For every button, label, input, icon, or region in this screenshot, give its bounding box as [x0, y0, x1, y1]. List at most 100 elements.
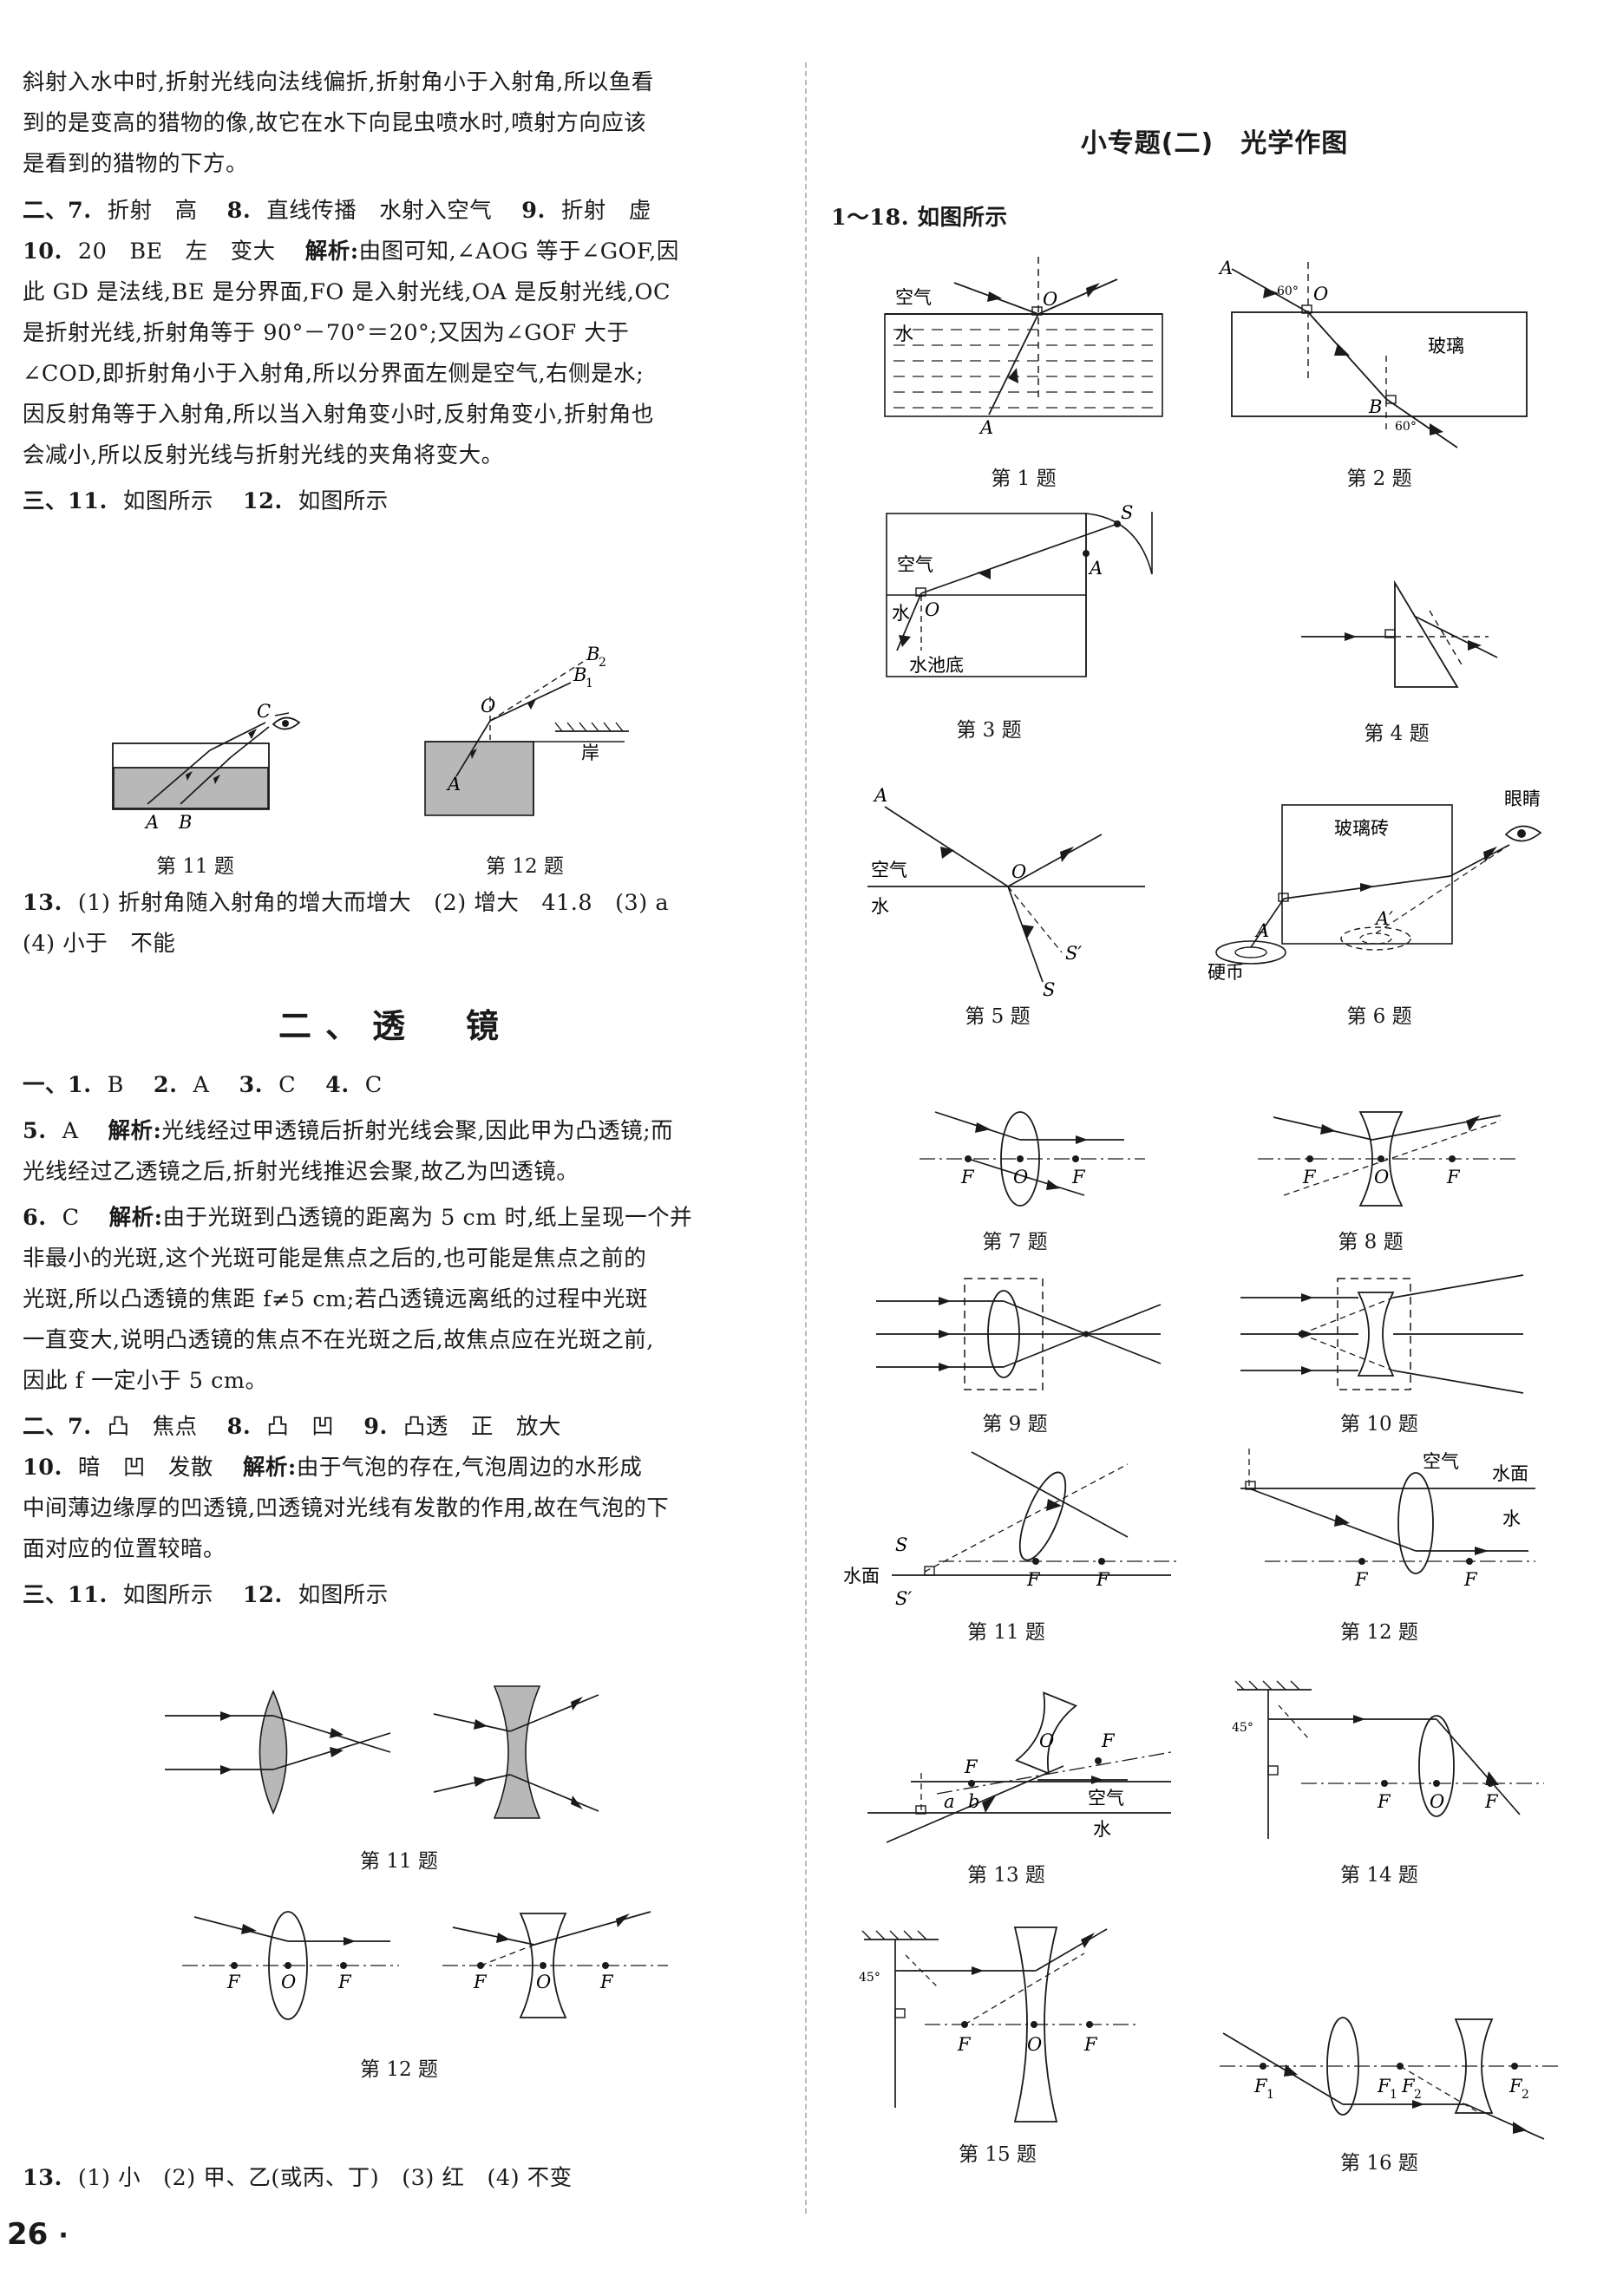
item-answers: 20 BE 左 变大 [77, 239, 276, 265]
figure-12-optics: O A B 1 B 2 岸 第 12 题 [416, 644, 703, 879]
lens-fig12-label-F2-left: F [473, 1972, 488, 1992]
figure-13-label-O: O [1039, 1730, 1054, 1751]
item-answers: 如图所示 [122, 488, 213, 514]
item-num: 8. [226, 198, 252, 224]
analysis-line: 是折射光线,折射角等于 90°－70°＝20°;又因为∠GOF 大于 [23, 320, 630, 346]
figure-3-label-O: O [925, 599, 939, 620]
right-figure-10: 第 10 题 [1214, 1266, 1561, 1436]
figure-8-label-F-left: F [1302, 1167, 1317, 1187]
lens-fig12-label-F-left: F [226, 1972, 241, 1992]
figure-10-caption: 第 10 题 [1340, 1413, 1418, 1436]
figure-12-label-B1: B [573, 664, 586, 685]
figure-14-caption: 第 14 题 [1340, 1864, 1418, 1887]
item-answers: 凸透 正 放大 [402, 1414, 561, 1440]
figure-16-label-F2-right: F [1509, 2076, 1523, 2096]
item-num: 10. [23, 1455, 62, 1481]
figure-8-caption: 第 8 题 [1338, 1231, 1404, 1253]
figure-6-label-eye: 眼睛 [1504, 788, 1541, 809]
item-13-line2: (4) 小于 不能 [23, 931, 176, 957]
item-num: 6. [23, 1205, 47, 1231]
figure-15-label-F-left: F [957, 2034, 972, 2055]
lens-item-10: 10.暗 凹 发散解析:由于气泡的存在,气泡周边的水形成 [23, 1448, 786, 1488]
figure-12-label-water: 水 [1502, 1508, 1521, 1529]
figure-1-label-O: O [1043, 289, 1057, 310]
item-answers: 折射 虚 [560, 198, 651, 224]
item-num: 1. [68, 1072, 92, 1098]
figure-16-label-F1-mid: F [1377, 2076, 1391, 2096]
figure-7-label-F-right: F [1071, 1167, 1086, 1187]
analysis-label: 解析: [108, 1118, 162, 1144]
figure-13-label-F-left: F [964, 1756, 978, 1777]
figure-11-label-C: C [257, 701, 271, 722]
figure-16-label-F2-mid-sub: 2 [1414, 2088, 1422, 2102]
figure-2-label-O: O [1313, 284, 1328, 304]
item-num: 13. [23, 2165, 62, 2191]
figure-12-label-air: 空气 [1423, 1451, 1459, 1472]
right-figure-3: 空气 水 O A S 水池底 第 3 题 [867, 494, 1214, 742]
figure-16-label-F2-right-sub: 2 [1522, 2088, 1529, 2102]
right-figure-8: F O F 第 8 题 [1206, 1102, 1553, 1254]
figure-11-label-S: S [895, 1534, 907, 1555]
item-answers: A [193, 1072, 210, 1098]
right-figure-9: 第 9 题 [859, 1266, 1188, 1436]
item-answers: 直线传播 水射入空气 [266, 198, 493, 224]
figure-2-caption: 第 2 题 [1346, 468, 1412, 490]
group-prefix: 一、 [23, 1072, 69, 1098]
item-num: 4. [325, 1072, 350, 1098]
figure-6-caption: 第 6 题 [1346, 1005, 1412, 1028]
item-num: 7. [68, 198, 92, 224]
analysis-line: 会减小,所以反射光线与折射光线的夹角将变大。 [23, 442, 504, 468]
item-10: 10.20 BE 左 变大解析:由图可知,∠AOG 等于∠GOF,因 [23, 232, 786, 272]
item-13-line1: 13.(1) 折射角随入射角的增大而增大 (2) 增大 41.8 (3) a [23, 883, 786, 924]
figure-11-label-Sprime: S′ [895, 1588, 912, 1609]
figure-5-label-water: 水 [871, 896, 889, 917]
paragraph-line: 是看到的猎物的下方。 [23, 151, 249, 177]
lens-fig12-label-F-right: F [337, 1972, 352, 1992]
figure-12-label-shore: 岸 [581, 742, 599, 763]
figure-1-label-water: 水 [895, 324, 913, 344]
group-prefix: 二、 [23, 1414, 69, 1440]
item-num: 9. [521, 198, 546, 224]
analysis-text: 由于气泡的存在,气泡周边的水形成 [296, 1455, 643, 1481]
lens-figure-12: F O F F O F 第 12 题 [130, 1891, 703, 2082]
analysis-line: 光斑,所以凸透镜的焦距 f≠5 cm;若凸透镜远离纸的过程中光斑 [23, 1286, 648, 1312]
figure-6-label-A: A [1254, 920, 1269, 941]
right-figure-2: A O B 60° 60° 玻璃 第 2 题 [1206, 252, 1570, 491]
figure-5-caption: 第 5 题 [965, 1005, 1031, 1028]
lens-fig12-label-O: O [281, 1972, 296, 1992]
analysis-label: 解析: [242, 1455, 297, 1481]
analysis-line: 中间薄边缘厚的凹透镜,凹透镜对光线有发散的作用,故在气泡的下 [23, 1495, 670, 1521]
figure-12-label-F-left: F [1354, 1569, 1369, 1590]
item-num: 8. [226, 1414, 252, 1440]
figure-12-label-F-right: F [1463, 1569, 1478, 1590]
item-num: 9. [363, 1414, 388, 1440]
page-number: 26· [7, 2217, 69, 2252]
figure-11-label-B: B [178, 812, 192, 833]
lens-fig12-label-O2: O [536, 1972, 551, 1992]
item-num: 13. [23, 890, 62, 916]
figure-14-label-F-right: F [1484, 1791, 1499, 1812]
item-num: 5. [23, 1118, 47, 1144]
figure-3-label-S: S [1121, 502, 1133, 523]
figure-15-label-O: O [1027, 2034, 1042, 2055]
figure-9-caption: 第 9 题 [982, 1413, 1048, 1436]
right-figure-1: 空气 水 O A 第 1 题 [867, 252, 1197, 491]
item-answers: 凸 焦点 [107, 1414, 198, 1440]
intro-line: 1～18. 如图所示 [831, 198, 1008, 239]
figure-7-label-F-left: F [960, 1167, 975, 1187]
figure-2-label-B: B [1368, 396, 1382, 417]
intro-text: 1～18. 如图所示 [831, 205, 1008, 231]
figure-14-angle: 45° [1232, 1721, 1253, 1735]
item-answers: 如图所示 [298, 488, 389, 514]
figure-6-label-Aprime: A′ [1374, 908, 1393, 929]
figure-11-caption-right: 第 11 题 [967, 1621, 1045, 1644]
item-answers: 凸 凹 [266, 1414, 335, 1440]
item-num: 10. [23, 239, 62, 265]
analysis-text: 由图可知,∠AOG 等于∠GOF,因 [358, 239, 679, 265]
